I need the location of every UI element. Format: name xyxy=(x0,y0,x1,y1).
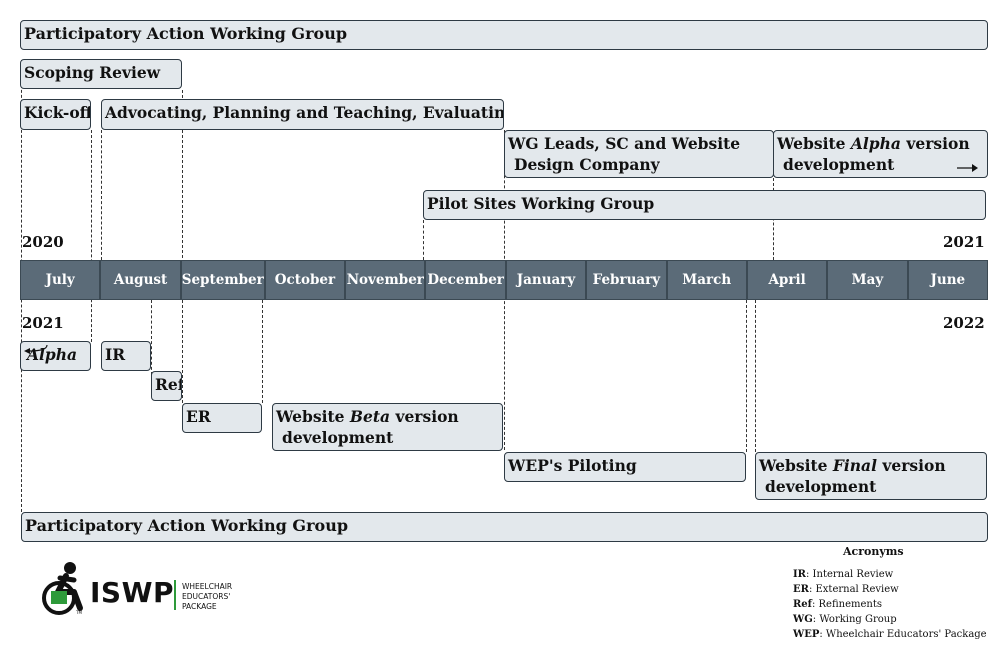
er-label: ER xyxy=(186,407,211,426)
guide-line xyxy=(755,300,756,452)
acronym-item: WG: Working Group xyxy=(793,614,897,625)
pawg-bottom-bar: Participatory Action Working Group xyxy=(21,512,988,542)
acronym-item: IR: Internal Review xyxy=(793,569,894,580)
acronym-item: Ref: Refinements xyxy=(793,599,882,610)
alpha-bar: Alpha xyxy=(20,341,91,371)
arrow-right-icon xyxy=(957,164,978,172)
wep-piloting-label: WEP's Piloting xyxy=(508,456,637,475)
month-cell: September xyxy=(180,260,265,300)
final-italic: Final xyxy=(832,456,877,475)
scoping-review-label: Scoping Review xyxy=(24,63,161,82)
month-cell: August xyxy=(100,260,181,300)
iswp-logo: ISWP WHEELCHAIR EDUCATORS' PACKAGE TM xyxy=(38,560,258,620)
alpha-dev-line1: Website Alpha version xyxy=(777,134,970,153)
guide-line xyxy=(91,130,92,342)
beta-dev-line2: development xyxy=(282,428,394,447)
month-cell: March xyxy=(666,260,747,300)
alpha-dev-bar: Website Alpha version development xyxy=(773,130,988,178)
month-cell: July xyxy=(20,260,101,300)
guide-line xyxy=(262,300,263,403)
guide-line xyxy=(423,220,424,260)
logo-tag-line1: WHEELCHAIR xyxy=(182,582,233,591)
guide-line xyxy=(101,130,102,260)
ir-bar: IR xyxy=(101,341,151,371)
acronym-item: ER: External Review xyxy=(793,584,899,595)
ir-label: IR xyxy=(105,345,126,364)
wg-leads-line1: WG Leads, SC and Website xyxy=(508,134,741,153)
month-cell: October xyxy=(264,260,346,300)
year-end-right: 2022 xyxy=(943,314,985,332)
acronym-item: WEP: Wheelchair Educators' Package xyxy=(793,629,987,640)
ref-bar: Ref xyxy=(151,371,182,401)
beta-italic: Beta xyxy=(349,407,391,426)
final-dev-line2: development xyxy=(765,477,877,496)
month-cell: November xyxy=(345,260,426,300)
guide-line xyxy=(746,300,747,452)
year-start-right: 2021 xyxy=(943,233,985,251)
year-end-left: 2021 xyxy=(22,314,64,332)
pilot-sites-label: Pilot Sites Working Group xyxy=(427,194,655,213)
wep-piloting-bar: WEP's Piloting xyxy=(504,452,746,482)
logo-name: ISWP xyxy=(90,576,174,609)
month-cell: February xyxy=(586,260,667,300)
logo-divider xyxy=(174,580,176,610)
advocating-bar: Advocating, Planning and Teaching, Evalu… xyxy=(101,99,504,130)
alpha-italic: Alpha xyxy=(850,134,901,153)
beta-dev-bar: Website Beta version development xyxy=(272,403,503,451)
pawg-top-bar: Participatory Action Working Group xyxy=(20,20,988,50)
month-timeline: July August September October November D… xyxy=(20,260,988,300)
beta-dev-line1: Website Beta version xyxy=(276,407,459,426)
month-cell: May xyxy=(827,260,908,300)
month-cell: January xyxy=(505,260,587,300)
wg-leads-line2: Design Company xyxy=(514,155,660,174)
ref-label: Ref xyxy=(155,375,182,394)
month-cell: December xyxy=(425,260,506,300)
curved-arrow-icon xyxy=(24,344,48,354)
scoping-review-bar: Scoping Review xyxy=(20,59,182,89)
kickoff-bar: Kick-off xyxy=(20,99,91,130)
alpha-dev-line2: development xyxy=(783,155,895,174)
er-bar: ER xyxy=(182,403,262,433)
wheelchair-icon xyxy=(42,562,83,615)
pawg-bottom-label: Participatory Action Working Group xyxy=(25,516,349,535)
month-cell: April xyxy=(746,260,828,300)
final-dev-bar: Website Final version development xyxy=(755,452,987,500)
logo-tm: TM xyxy=(76,610,82,615)
year-start-left: 2020 xyxy=(22,233,64,251)
logo-tag-line2: EDUCATORS' xyxy=(182,592,231,601)
guide-line xyxy=(182,90,183,403)
month-cell: June xyxy=(907,260,988,300)
acronyms-title: Acronyms xyxy=(843,545,904,558)
pawg-top-label: Participatory Action Working Group xyxy=(24,24,348,43)
wg-leads-bar: WG Leads, SC and Website Design Company xyxy=(504,130,774,178)
advocating-label: Advocating, Planning and Teaching, Evalu… xyxy=(105,103,504,122)
final-dev-line1: Website Final version xyxy=(759,456,946,475)
pilot-sites-bar: Pilot Sites Working Group xyxy=(423,190,986,220)
kickoff-label: Kick-off xyxy=(24,103,91,122)
guide-line xyxy=(151,300,152,375)
logo-tag-line3: PACKAGE xyxy=(182,602,217,611)
